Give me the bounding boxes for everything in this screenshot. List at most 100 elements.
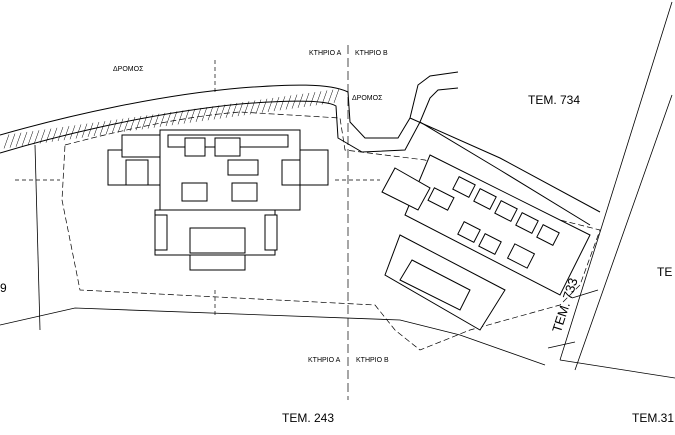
plot-right-edge-label: ΤΕ bbox=[657, 265, 673, 279]
road-hatch-stroke bbox=[267, 97, 274, 113]
road bbox=[0, 71, 601, 226]
boundary-bottom bbox=[0, 307, 546, 366]
boundary-right-2 bbox=[574, 94, 673, 371]
road-hatch-stroke bbox=[111, 119, 118, 134]
road-hatch-stroke bbox=[231, 102, 238, 118]
room-a5 bbox=[227, 159, 259, 176]
road-hatch-stroke bbox=[273, 97, 280, 112]
road-hatch-stroke bbox=[147, 114, 154, 129]
room-a1 bbox=[184, 137, 206, 157]
plot-left-edge-label: 9 bbox=[0, 281, 7, 295]
road-hatch-stroke bbox=[21, 131, 28, 147]
road-hatch-stroke bbox=[249, 100, 256, 115]
road-hatch-stroke bbox=[327, 89, 334, 104]
stair-a3 bbox=[154, 214, 168, 251]
room-b1 bbox=[452, 176, 476, 198]
road-hatch-stroke bbox=[159, 112, 166, 127]
boundary-right-1 bbox=[559, 1, 673, 361]
room-b2 bbox=[473, 188, 497, 210]
road-hatch-stroke bbox=[333, 88, 340, 103]
road-curb-east-inner bbox=[419, 121, 591, 226]
road-hatch-stroke bbox=[93, 121, 100, 137]
plot-bottom-right-label: ΤΕΜ.31 bbox=[632, 411, 675, 425]
building-a-wing-right bbox=[299, 149, 329, 186]
road-hatch-stroke bbox=[285, 95, 292, 110]
plot-243-label: ΤΕΜ. 243 bbox=[282, 411, 335, 425]
road-hatch-stroke bbox=[81, 123, 88, 138]
road-curb-outer bbox=[0, 71, 459, 139]
road-hatch-stroke bbox=[219, 104, 226, 119]
road-hatch-stroke bbox=[321, 90, 328, 105]
road-hatch-stroke bbox=[177, 110, 184, 125]
road-hatch-stroke bbox=[237, 102, 244, 117]
road-hatch-stroke bbox=[3, 134, 10, 149]
road-hatch-stroke bbox=[291, 94, 298, 109]
stair-b2 bbox=[506, 243, 536, 269]
road-hatch-stroke bbox=[195, 107, 202, 122]
road-hatch-stroke bbox=[201, 106, 208, 122]
road-hatch-stroke bbox=[165, 111, 172, 127]
road-hatch-stroke bbox=[183, 109, 190, 124]
road-hatch-stroke bbox=[297, 93, 304, 108]
road-hatch-stroke bbox=[207, 106, 214, 121]
building-b bbox=[381, 154, 591, 331]
road-hatch-stroke bbox=[243, 101, 250, 116]
road-hatch-stroke bbox=[51, 127, 58, 142]
road-hatch bbox=[3, 88, 340, 149]
road-hatch-stroke bbox=[45, 128, 52, 143]
property-boundaries bbox=[0, 1, 675, 379]
room-b5 bbox=[536, 224, 560, 246]
road-hatch-stroke bbox=[117, 118, 124, 133]
room-b3 bbox=[494, 200, 518, 222]
road-hatch-stroke bbox=[123, 117, 130, 132]
plot-734-label: ΤΕΜ. 734 bbox=[528, 93, 581, 107]
road-hatch-stroke bbox=[129, 116, 136, 132]
building-b-label-top: ΚΤΗΡΙΟ Β bbox=[355, 50, 388, 57]
stair-b1 bbox=[427, 187, 455, 211]
road-hatch-stroke bbox=[309, 92, 316, 107]
site-line-outer bbox=[61, 111, 601, 351]
road-hatch-stroke bbox=[105, 120, 112, 135]
road-hatch-stroke bbox=[15, 132, 22, 147]
road-hatch-stroke bbox=[225, 103, 232, 118]
plot-733-marker bbox=[547, 289, 599, 349]
site-dashed-lines bbox=[15, 45, 601, 400]
road-hatch-stroke bbox=[99, 121, 106, 136]
road-hatch-stroke bbox=[33, 130, 40, 145]
building-a-pool bbox=[189, 254, 246, 271]
building-b-pool bbox=[399, 259, 471, 311]
road-hatch-stroke bbox=[57, 126, 64, 142]
road-hatch-stroke bbox=[171, 111, 178, 126]
room-a3 bbox=[181, 182, 208, 202]
building-a-label-bottom: ΚΤΗΡΙΟ Α bbox=[308, 357, 341, 364]
road-hatch-stroke bbox=[9, 133, 16, 148]
road-curb-east-outer bbox=[409, 117, 601, 213]
road-hatch-stroke bbox=[75, 124, 82, 139]
road-hatch-stroke bbox=[213, 105, 220, 120]
road-hatch-stroke bbox=[279, 96, 286, 111]
boundary-left-plot bbox=[34, 144, 41, 331]
room-b6 bbox=[457, 221, 481, 243]
road-hatch-stroke bbox=[69, 125, 76, 140]
road-hatch-stroke bbox=[153, 113, 160, 128]
road-hatch-stroke bbox=[303, 92, 310, 108]
road-hatch-stroke bbox=[141, 115, 148, 130]
building-a-label-top: ΚΤΗΡΙΟ Α bbox=[309, 50, 342, 57]
road-hatch-stroke bbox=[261, 98, 268, 113]
building-a-upper bbox=[121, 134, 161, 158]
room-b4 bbox=[515, 212, 539, 234]
building-a bbox=[107, 129, 329, 271]
room-a2 bbox=[214, 137, 241, 157]
road-hatch-stroke bbox=[255, 99, 262, 114]
stair-a1 bbox=[125, 159, 149, 186]
stair-a2 bbox=[281, 159, 301, 186]
stair-a4 bbox=[264, 214, 278, 251]
road-hatch-stroke bbox=[315, 91, 322, 106]
stair-a5 bbox=[189, 227, 246, 254]
boundary-lower-right bbox=[559, 359, 675, 379]
room-a4 bbox=[231, 182, 258, 202]
road-label-2: ΔΡΟΜΟΣ bbox=[352, 95, 383, 102]
building-b-label-bottom: ΚΤΗΡΙΟ Β bbox=[356, 357, 389, 364]
road-hatch-stroke bbox=[39, 129, 46, 144]
